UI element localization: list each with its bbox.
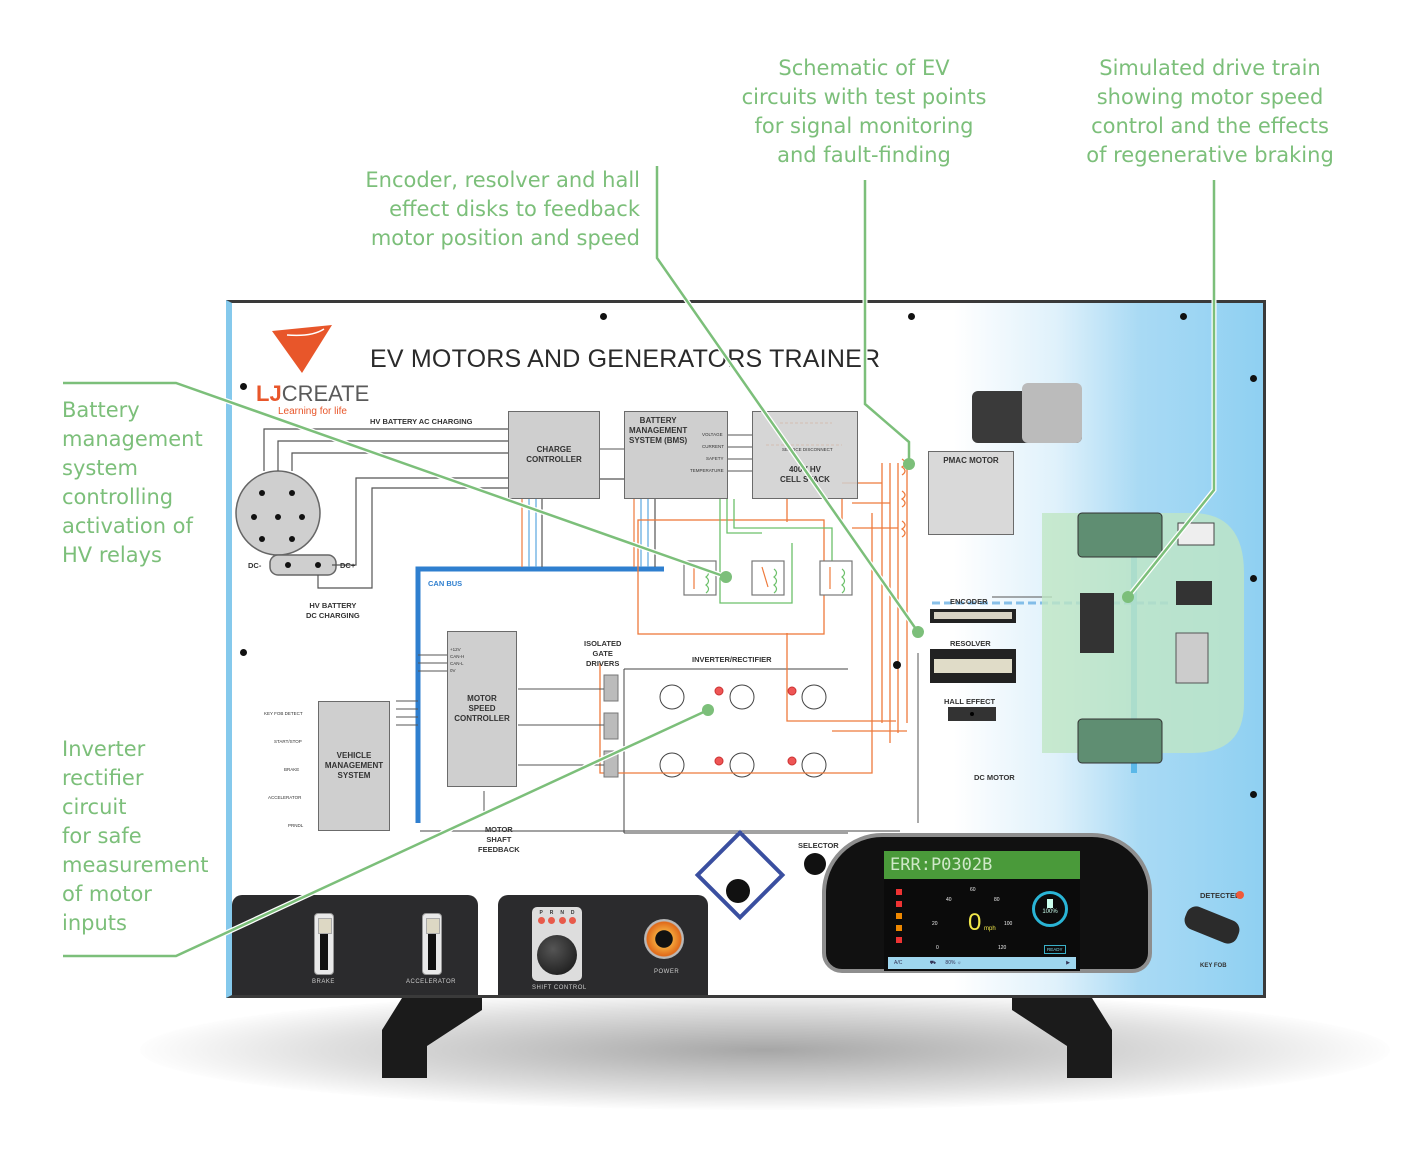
brake-slider[interactable] bbox=[314, 913, 334, 975]
dashboard-screen: ERR:P0302B 0 20 40 60 80 100 120 0 mph 1… bbox=[884, 851, 1080, 971]
vms-input-brake: BRAKE bbox=[284, 767, 300, 772]
label-inverter-rectifier: INVERTER/RECTIFIER bbox=[692, 655, 772, 664]
callout-encoder: Encoder, resolver and hall effect disks … bbox=[365, 168, 640, 250]
label-can-bus: CAN BUS bbox=[428, 579, 463, 588]
gauge-tick: 0 bbox=[936, 945, 939, 951]
label-power: POWER bbox=[654, 969, 680, 975]
car-icon: ⛟ bbox=[929, 960, 937, 966]
warning-icon bbox=[896, 889, 902, 895]
bms-input-voltage: VOLTAGE bbox=[702, 432, 723, 437]
label-detected: DETECTED bbox=[1200, 891, 1241, 900]
board-title: EV MOTORS AND GENERATORS TRAINER bbox=[370, 345, 881, 373]
dc-charging-socket-icon bbox=[235, 470, 337, 576]
screw bbox=[1250, 375, 1257, 382]
gauge-tick: 40 bbox=[946, 897, 952, 903]
screw bbox=[240, 649, 247, 656]
msc-pin-0v: 0V bbox=[450, 668, 456, 673]
gauge-tick: 120 bbox=[998, 945, 1007, 951]
climate-status-bar: A/C ⛟ 80% ☼ ▶ bbox=[888, 957, 1076, 969]
msc-pin-canl: CAN-L bbox=[450, 661, 464, 666]
label-ac-charging: HV BATTERY AC CHARGING bbox=[370, 417, 473, 426]
msc-pin-12v: +12V bbox=[450, 647, 461, 652]
logo-wordmark: LJCREATE bbox=[256, 381, 370, 406]
speed-unit: mph bbox=[984, 926, 996, 932]
fuel-pump-icon bbox=[1047, 899, 1053, 908]
label-resolver: RESOLVER bbox=[950, 639, 991, 648]
callout-inverter: Inverter rectifier circuit for safe meas… bbox=[62, 737, 209, 935]
gear-d[interactable]: D bbox=[570, 910, 575, 916]
pmac-motor-block: PMAC MOTOR bbox=[928, 451, 1014, 535]
dashboard-display: ERR:P0302B 0 20 40 60 80 100 120 0 mph 1… bbox=[822, 833, 1152, 973]
service-disconnect-label: SERVICE DISCONNECT bbox=[782, 447, 833, 452]
vms-input-key-fob: KEY FOB DETECT bbox=[264, 711, 303, 716]
logo-icon bbox=[272, 325, 332, 373]
bms-input-current: CURRENT bbox=[702, 444, 724, 449]
accelerator-slider[interactable] bbox=[422, 913, 442, 975]
label-dc-plus: DC+ bbox=[340, 561, 356, 570]
screw bbox=[1250, 575, 1257, 582]
msc-pin-canh: CAN-H bbox=[450, 654, 465, 659]
gauge-tick: 20 bbox=[932, 921, 938, 927]
warning-icon bbox=[896, 901, 902, 907]
warning-icon bbox=[896, 913, 902, 919]
test-point-icons bbox=[714, 686, 797, 766]
shift-panel: P R N D SHIFT CONTROL POWER bbox=[498, 895, 708, 995]
bms-input-safety: SAFETY bbox=[706, 456, 724, 461]
bms-input-temperature: TEMPERATURE bbox=[690, 468, 724, 473]
gauge-tick: 60 bbox=[970, 887, 976, 893]
floor-shadow bbox=[140, 990, 1390, 1110]
label-dc-motor: DC MOTOR bbox=[974, 773, 1015, 782]
callout-schematic: Schematic of EV circuits with test point… bbox=[741, 56, 987, 167]
mode-knob[interactable] bbox=[726, 879, 750, 903]
label-hall-effect: HALL EFFECT bbox=[944, 697, 996, 706]
vms-input-prndl: PRNDL bbox=[288, 823, 304, 828]
detected-led-icon bbox=[1236, 891, 1244, 899]
screw bbox=[240, 383, 247, 390]
label-shift-control: SHIFT CONTROL bbox=[532, 985, 587, 991]
play-icon: ▶ bbox=[1066, 960, 1070, 966]
label-dc-charging: HV BATTERY DC CHARGING bbox=[306, 601, 360, 620]
ready-indicator: READY bbox=[1044, 945, 1066, 954]
screw bbox=[1180, 313, 1187, 320]
gear-r[interactable]: R bbox=[549, 910, 554, 916]
warning-icon bbox=[896, 937, 902, 943]
gear-n[interactable]: N bbox=[560, 910, 564, 916]
power-button[interactable] bbox=[644, 919, 684, 959]
warning-icon bbox=[896, 925, 902, 931]
sun-icon: ☼ bbox=[956, 960, 962, 966]
callout-bms: Battery management system controlling ac… bbox=[62, 398, 203, 567]
label-encoder: ENCODER bbox=[950, 597, 988, 606]
gauge-tick: 80 bbox=[994, 897, 1000, 903]
logo-tagline: Learning for life bbox=[278, 406, 347, 417]
gauge-tick: 100 bbox=[1004, 921, 1013, 927]
callout-drivetrain: Simulated drive train showing motor spee… bbox=[1086, 56, 1334, 167]
mosfet-icons bbox=[659, 684, 827, 778]
label-key-fob: KEY FOB bbox=[1200, 963, 1227, 969]
vms-input-accelerator: ACCELERATOR bbox=[268, 795, 302, 800]
error-code: ERR:P0302B bbox=[884, 851, 1080, 879]
screw bbox=[600, 313, 607, 320]
label-selector: SELECTOR bbox=[798, 841, 839, 850]
screw bbox=[1250, 791, 1257, 798]
shift-knob[interactable] bbox=[537, 935, 577, 975]
screw bbox=[908, 313, 915, 320]
speed-readout: 0 bbox=[968, 909, 982, 936]
pedal-panel: BRAKE ACCELERATOR bbox=[232, 895, 478, 995]
label-brake: BRAKE bbox=[312, 979, 335, 985]
trainer-board: EV MOTORS AND GENERATORS TRAINER LJCREAT… bbox=[226, 300, 1266, 998]
label-dc-minus: DC- bbox=[248, 561, 262, 570]
label-accelerator: ACCELERATOR bbox=[406, 979, 456, 985]
battery-charge-indicator: 100% bbox=[1032, 891, 1068, 927]
shift-control[interactable]: P R N D bbox=[532, 907, 582, 981]
selector-button[interactable] bbox=[804, 853, 826, 875]
vms-input-start-stop: START/STOP bbox=[274, 739, 302, 744]
gear-p[interactable]: P bbox=[539, 910, 543, 916]
